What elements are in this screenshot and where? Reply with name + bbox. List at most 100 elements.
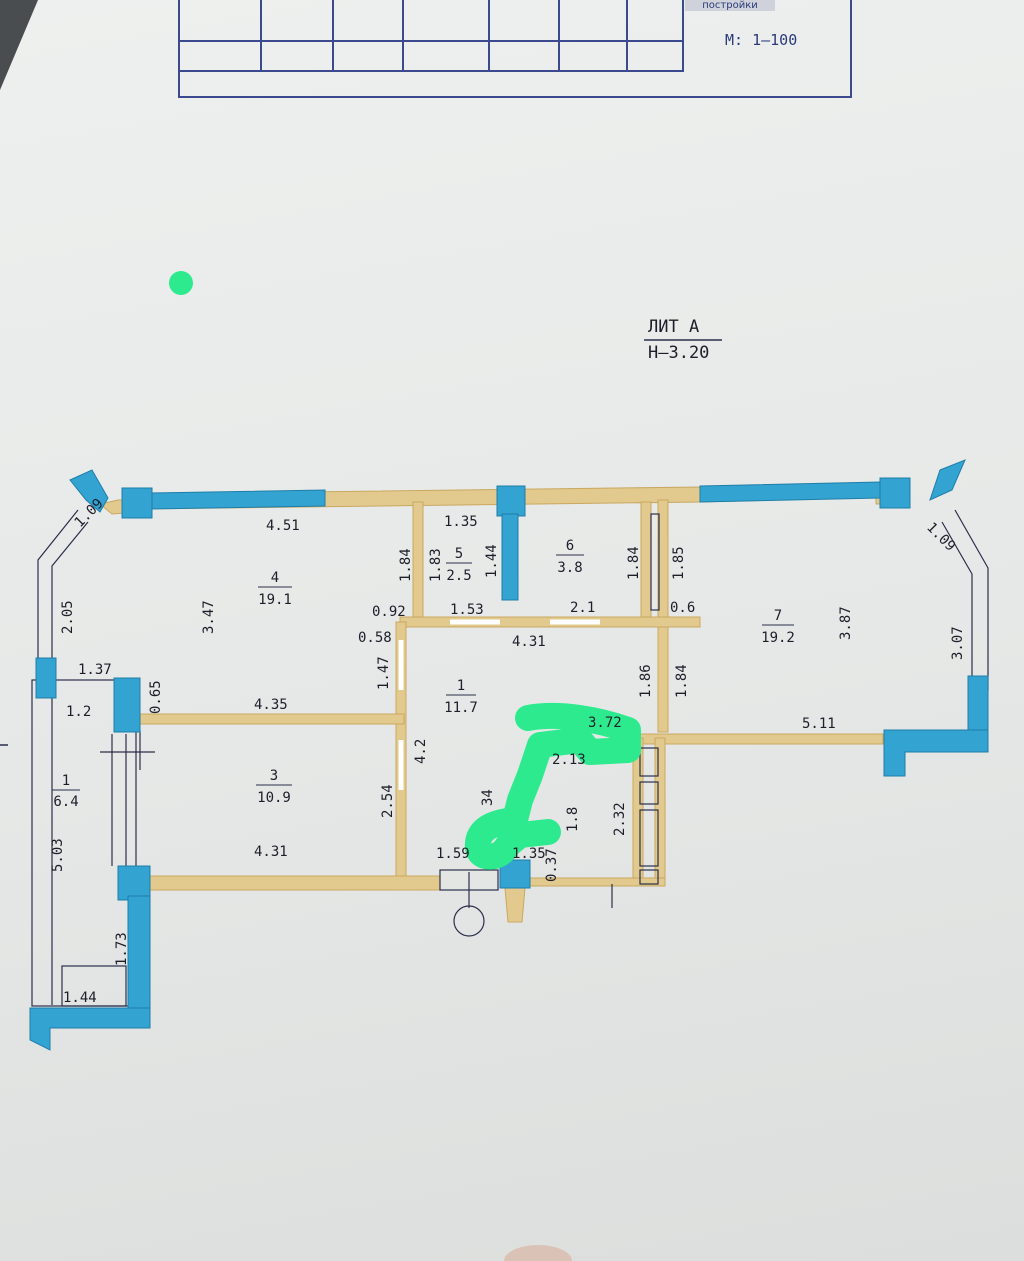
scale-label: М: 1–100 (725, 31, 798, 49)
wall-stub-bottom (504, 887, 526, 923)
dim-label: 1.8 (565, 807, 581, 832)
dim-label: 3.07 (950, 626, 966, 660)
dimension-labels: 4.51 3.47 4.35 1.84 0.92 0.58 1.35 1.83 … (50, 496, 966, 1006)
room-number: 1 (457, 678, 465, 694)
dim-label: 4.31 (512, 634, 546, 650)
dim-label: 1.84 (626, 546, 642, 580)
bay-right-corner (929, 459, 966, 501)
title-block-row-line (180, 40, 684, 42)
dim-label: 1.37 (78, 662, 112, 678)
title-block-bottom-line (180, 70, 684, 72)
dim-label: 2.54 (380, 784, 396, 818)
fixture (639, 781, 659, 805)
fixture (639, 869, 659, 885)
fixture (639, 809, 659, 867)
title-block-cell-divider (402, 0, 404, 72)
title-block-cell-divider (626, 0, 628, 72)
marker-dot (169, 271, 193, 295)
dim-label: 2.1 (570, 600, 595, 616)
dim-label: 1.44 (63, 990, 97, 1006)
dim-label: 1.59 (436, 846, 470, 862)
room-number: 1 (62, 773, 70, 789)
column (121, 487, 153, 519)
room-labels: 4 19.1 5 2.5 6 3.8 7 19.2 1 11.7 3 10.9 … (52, 538, 795, 810)
room-number: 7 (774, 608, 782, 624)
title-block-cell-divider (682, 0, 684, 72)
title-block-cell-divider (260, 0, 262, 72)
dim-label: 0.58 (358, 630, 392, 646)
window-top-left (149, 489, 326, 510)
dim-label: 34 (480, 789, 496, 806)
dim-label: 0.6 (670, 600, 695, 616)
column-wall (501, 513, 519, 601)
dim-label: 1.86 (638, 664, 654, 698)
dim-label: 1.09 (923, 520, 958, 555)
dim-label: 3.87 (838, 606, 854, 640)
dim-label: 1.44 (484, 544, 500, 578)
wall-r7-bottom (632, 733, 884, 745)
room7-window (650, 513, 660, 611)
room-area: 11.7 (444, 700, 478, 716)
title-block: постройки М: 1–100 (178, 0, 852, 98)
dim-label: 2.13 (552, 752, 586, 768)
dim-label: 2.32 (612, 802, 628, 836)
dim-label: 3.72 (588, 715, 622, 731)
entrance-marker (453, 905, 485, 937)
dim-label: 1.47 (376, 656, 392, 690)
liter-label: ЛИТ А (648, 317, 699, 337)
height-label: Н–3.20 (648, 343, 709, 363)
dim-label: 4.2 (413, 739, 429, 764)
room-area: 19.2 (761, 630, 795, 646)
column-right-bottom (883, 729, 989, 777)
dim-label: 1.84 (398, 548, 414, 582)
wall-r6-r7 (640, 501, 652, 619)
room-number: 4 (271, 570, 279, 586)
dim-label: 5.11 (802, 716, 836, 732)
dim-label: 4.31 (254, 844, 288, 860)
dim-label: 2.05 (60, 600, 76, 634)
column (496, 485, 526, 517)
column (879, 477, 911, 509)
column-wall (127, 895, 151, 1027)
outlines (31, 509, 989, 1007)
dim-label: 0.92 (372, 604, 406, 620)
dim-label: 1.35 (444, 514, 478, 530)
title-block-stamp-label: постройки (685, 0, 775, 11)
left-bay-outer (37, 509, 79, 660)
dim-label: 1.73 (114, 932, 130, 966)
dim-label: 0.37 (544, 848, 560, 882)
dim-label: 1.85 (671, 546, 687, 580)
finger-blur (504, 1245, 572, 1261)
column-balcony-bottom (29, 1007, 151, 1051)
dim-label: 1.83 (428, 548, 444, 582)
column (35, 657, 57, 699)
right-bay-outer (954, 509, 989, 690)
wall-bottom (139, 875, 441, 891)
wall-r7-left (657, 499, 669, 733)
column (117, 865, 151, 901)
room-area: 10.9 (257, 790, 291, 806)
balcony-niche (61, 965, 127, 1007)
dim-label: 1.84 (674, 664, 690, 698)
room-area: 19.1 (258, 592, 292, 608)
dim-label: 1.35 (512, 846, 546, 862)
fixture (639, 747, 659, 777)
title-block-cell-divider (332, 0, 334, 72)
dim-label: 1.2 (66, 704, 91, 720)
dim-label: 3.47 (201, 600, 217, 634)
left-bay-inner (51, 521, 89, 660)
dim-label: 4.35 (254, 697, 288, 713)
title-block-cell-divider (558, 0, 560, 72)
dim-label: 4.51 (266, 518, 300, 534)
room-area: 3.8 (557, 560, 582, 576)
bay-left-corner (69, 469, 109, 513)
dim-label: 5.03 (50, 838, 66, 872)
room-number: 5 (455, 546, 463, 562)
green-scribble (464, 702, 641, 870)
shadow-corner (0, 0, 38, 90)
wall-bath-right (654, 737, 666, 887)
dim-label: 1.53 (450, 602, 484, 618)
room-number: 6 (566, 538, 574, 554)
